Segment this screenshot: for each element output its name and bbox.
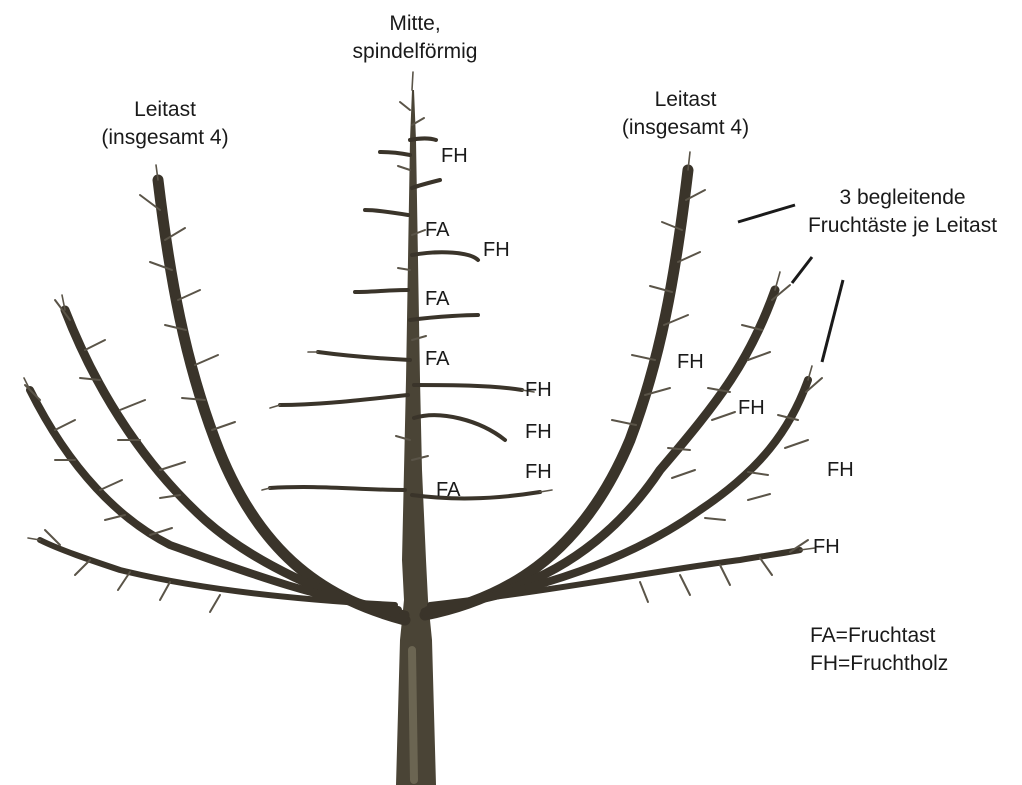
center-leader-label-line1: Mitte, [330,10,500,38]
right-leader-label-line1: Leitast [598,86,773,114]
twig [178,290,200,300]
central-fruit-branch [355,290,408,292]
central-fruit-branch [412,492,540,498]
fa-label: FA [425,345,449,373]
fh-label: FH [525,458,552,486]
fh-label: FH [813,533,840,561]
fh-label: FH [525,418,552,446]
twig [640,582,648,602]
pointer-line-2 [792,257,812,283]
fh-label: FH [738,394,765,422]
central-fruit-branch [365,210,408,215]
twig [672,470,695,478]
twig [75,560,90,575]
pointer-line-3 [822,280,843,362]
fa-label: FA [436,476,460,504]
twig [680,575,690,595]
pointer-line-1 [738,205,795,222]
twig [705,518,725,520]
branch-tip [262,488,270,490]
twig [668,448,690,450]
companion-branches-label-line2: Fruchtäste je Leitast [790,212,1015,240]
twig [785,440,808,448]
central-fruit-branch [412,252,478,260]
central-fruit-branch [380,152,410,155]
fh-label: FH [483,236,510,264]
legend-fh: FH=Fruchtholz [810,650,948,678]
left-leader-label-line1: Leitast [80,96,250,124]
twig [400,102,410,110]
companion-branches-label: 3 begleitende Fruchtäste je Leitast [790,184,1015,240]
trunk-highlight [412,650,414,780]
twig [720,565,730,585]
twig [195,355,218,365]
fa-label: FA [425,216,449,244]
fh-label: FH [525,376,552,404]
central-fruit-branch [318,352,410,360]
twig [160,462,185,470]
central-fruit-branch [410,139,436,141]
left-leader-label-line2: (insgesamt 4) [80,124,250,152]
twig [398,166,410,170]
central-fruit-branch [414,385,522,390]
central-fruit-branch [414,415,505,440]
twig [210,595,220,612]
central-fruit-branch [280,395,408,405]
central-fruit-branch [410,315,478,320]
right-leader-1 [425,170,688,615]
companion-branches-label-line1: 3 begleitende [790,184,1015,212]
fa-label: FA [425,285,449,313]
central-fruit-branch [270,487,405,490]
twig [85,340,105,350]
legend: FA=Fruchtast FH=Fruchtholz [810,622,948,678]
tree-structure [24,72,822,785]
fh-label: FH [827,456,854,484]
fh-label: FH [677,348,704,376]
right-leader-label-line2: (insgesamt 4) [598,114,773,142]
twig [120,400,145,410]
branch-tip [540,490,552,492]
twig [160,582,170,600]
twig [118,572,130,590]
left-leader-label: Leitast (insgesamt 4) [80,96,250,152]
twig [748,494,770,500]
twig [55,420,75,430]
twig [712,412,735,420]
center-leader-label: Mitte, spindelförmig [330,10,500,66]
legend-fa: FA=Fruchtast [810,622,948,650]
branch-tip [270,405,280,408]
twig [100,480,122,490]
twig [760,558,772,575]
center-leader-label-line2: spindelförmig [330,38,500,66]
fh-label: FH [441,142,468,170]
branch-tip [412,72,413,90]
right-leader-label: Leitast (insgesamt 4) [598,86,773,142]
